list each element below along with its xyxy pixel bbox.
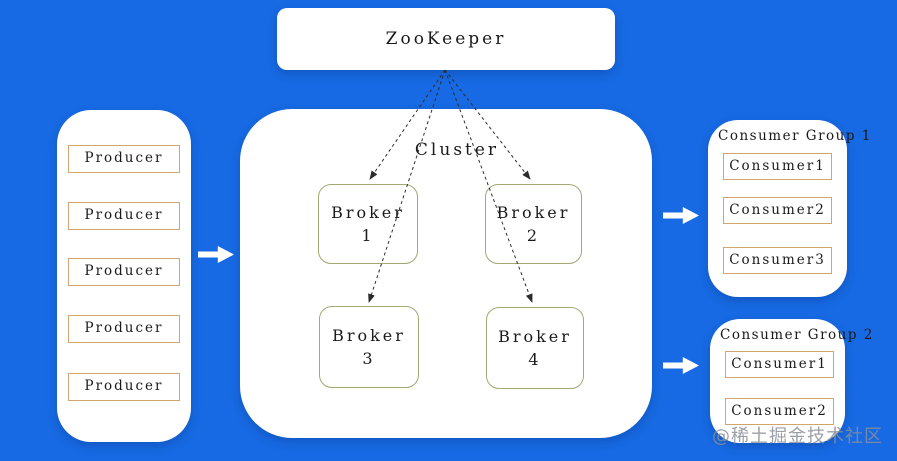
cluster-panel: Cluster Broker 1 Broker 2 Broker 3 Broke… (240, 109, 652, 438)
cluster-label: Cluster (414, 140, 500, 160)
producer-node: Producer (68, 373, 180, 401)
consumer-node: Consumer2 (725, 398, 834, 425)
broker-4-node: Broker 4 (486, 307, 584, 389)
broker-number: 3 (362, 349, 376, 368)
broker-3-node: Broker 3 (319, 306, 419, 388)
broker-1-node: Broker 1 (318, 184, 418, 264)
producer-node: Producer (68, 258, 180, 286)
broker-name: Broker (498, 326, 572, 346)
cluster-to-group2-arrow-icon (663, 357, 699, 374)
watermark-text: @稀土掘金技术社区 (712, 426, 883, 447)
producers-panel: Producer Producer Producer Producer Prod… (57, 110, 191, 442)
consumer-group-1-title: Consumer Group 1 (718, 128, 872, 144)
broker-name: Broker (331, 202, 405, 222)
broker-number: 4 (528, 350, 542, 369)
producer-node: Producer (68, 315, 180, 343)
consumer-node: Consumer2 (723, 197, 832, 224)
producers-to-cluster-arrow-icon (198, 246, 234, 263)
consumer-group-2-title: Consumer Group 2 (720, 327, 874, 343)
consumer-node: Consumer3 (723, 247, 832, 274)
broker-number: 1 (361, 226, 375, 245)
zookeeper-label: ZooKeeper (385, 29, 507, 49)
consumer-group-1-panel: Consumer Group 1 Consumer1 Consumer2 Con… (708, 120, 870, 297)
broker-name: Broker (496, 202, 571, 222)
broker-name: Broker (332, 325, 406, 345)
broker-number: 2 (526, 226, 541, 245)
producer-node: Producer (68, 145, 180, 173)
cluster-to-group1-arrow-icon (663, 207, 699, 224)
consumer-node: Consumer1 (723, 153, 832, 180)
broker-2-node: Broker 2 (485, 184, 582, 264)
consumer-group-2-panel: Consumer Group 2 Consumer1 Consumer2 (710, 319, 872, 443)
producer-node: Producer (68, 202, 180, 230)
zookeeper-node: ZooKeeper (277, 8, 615, 70)
consumer-node: Consumer1 (725, 351, 834, 378)
